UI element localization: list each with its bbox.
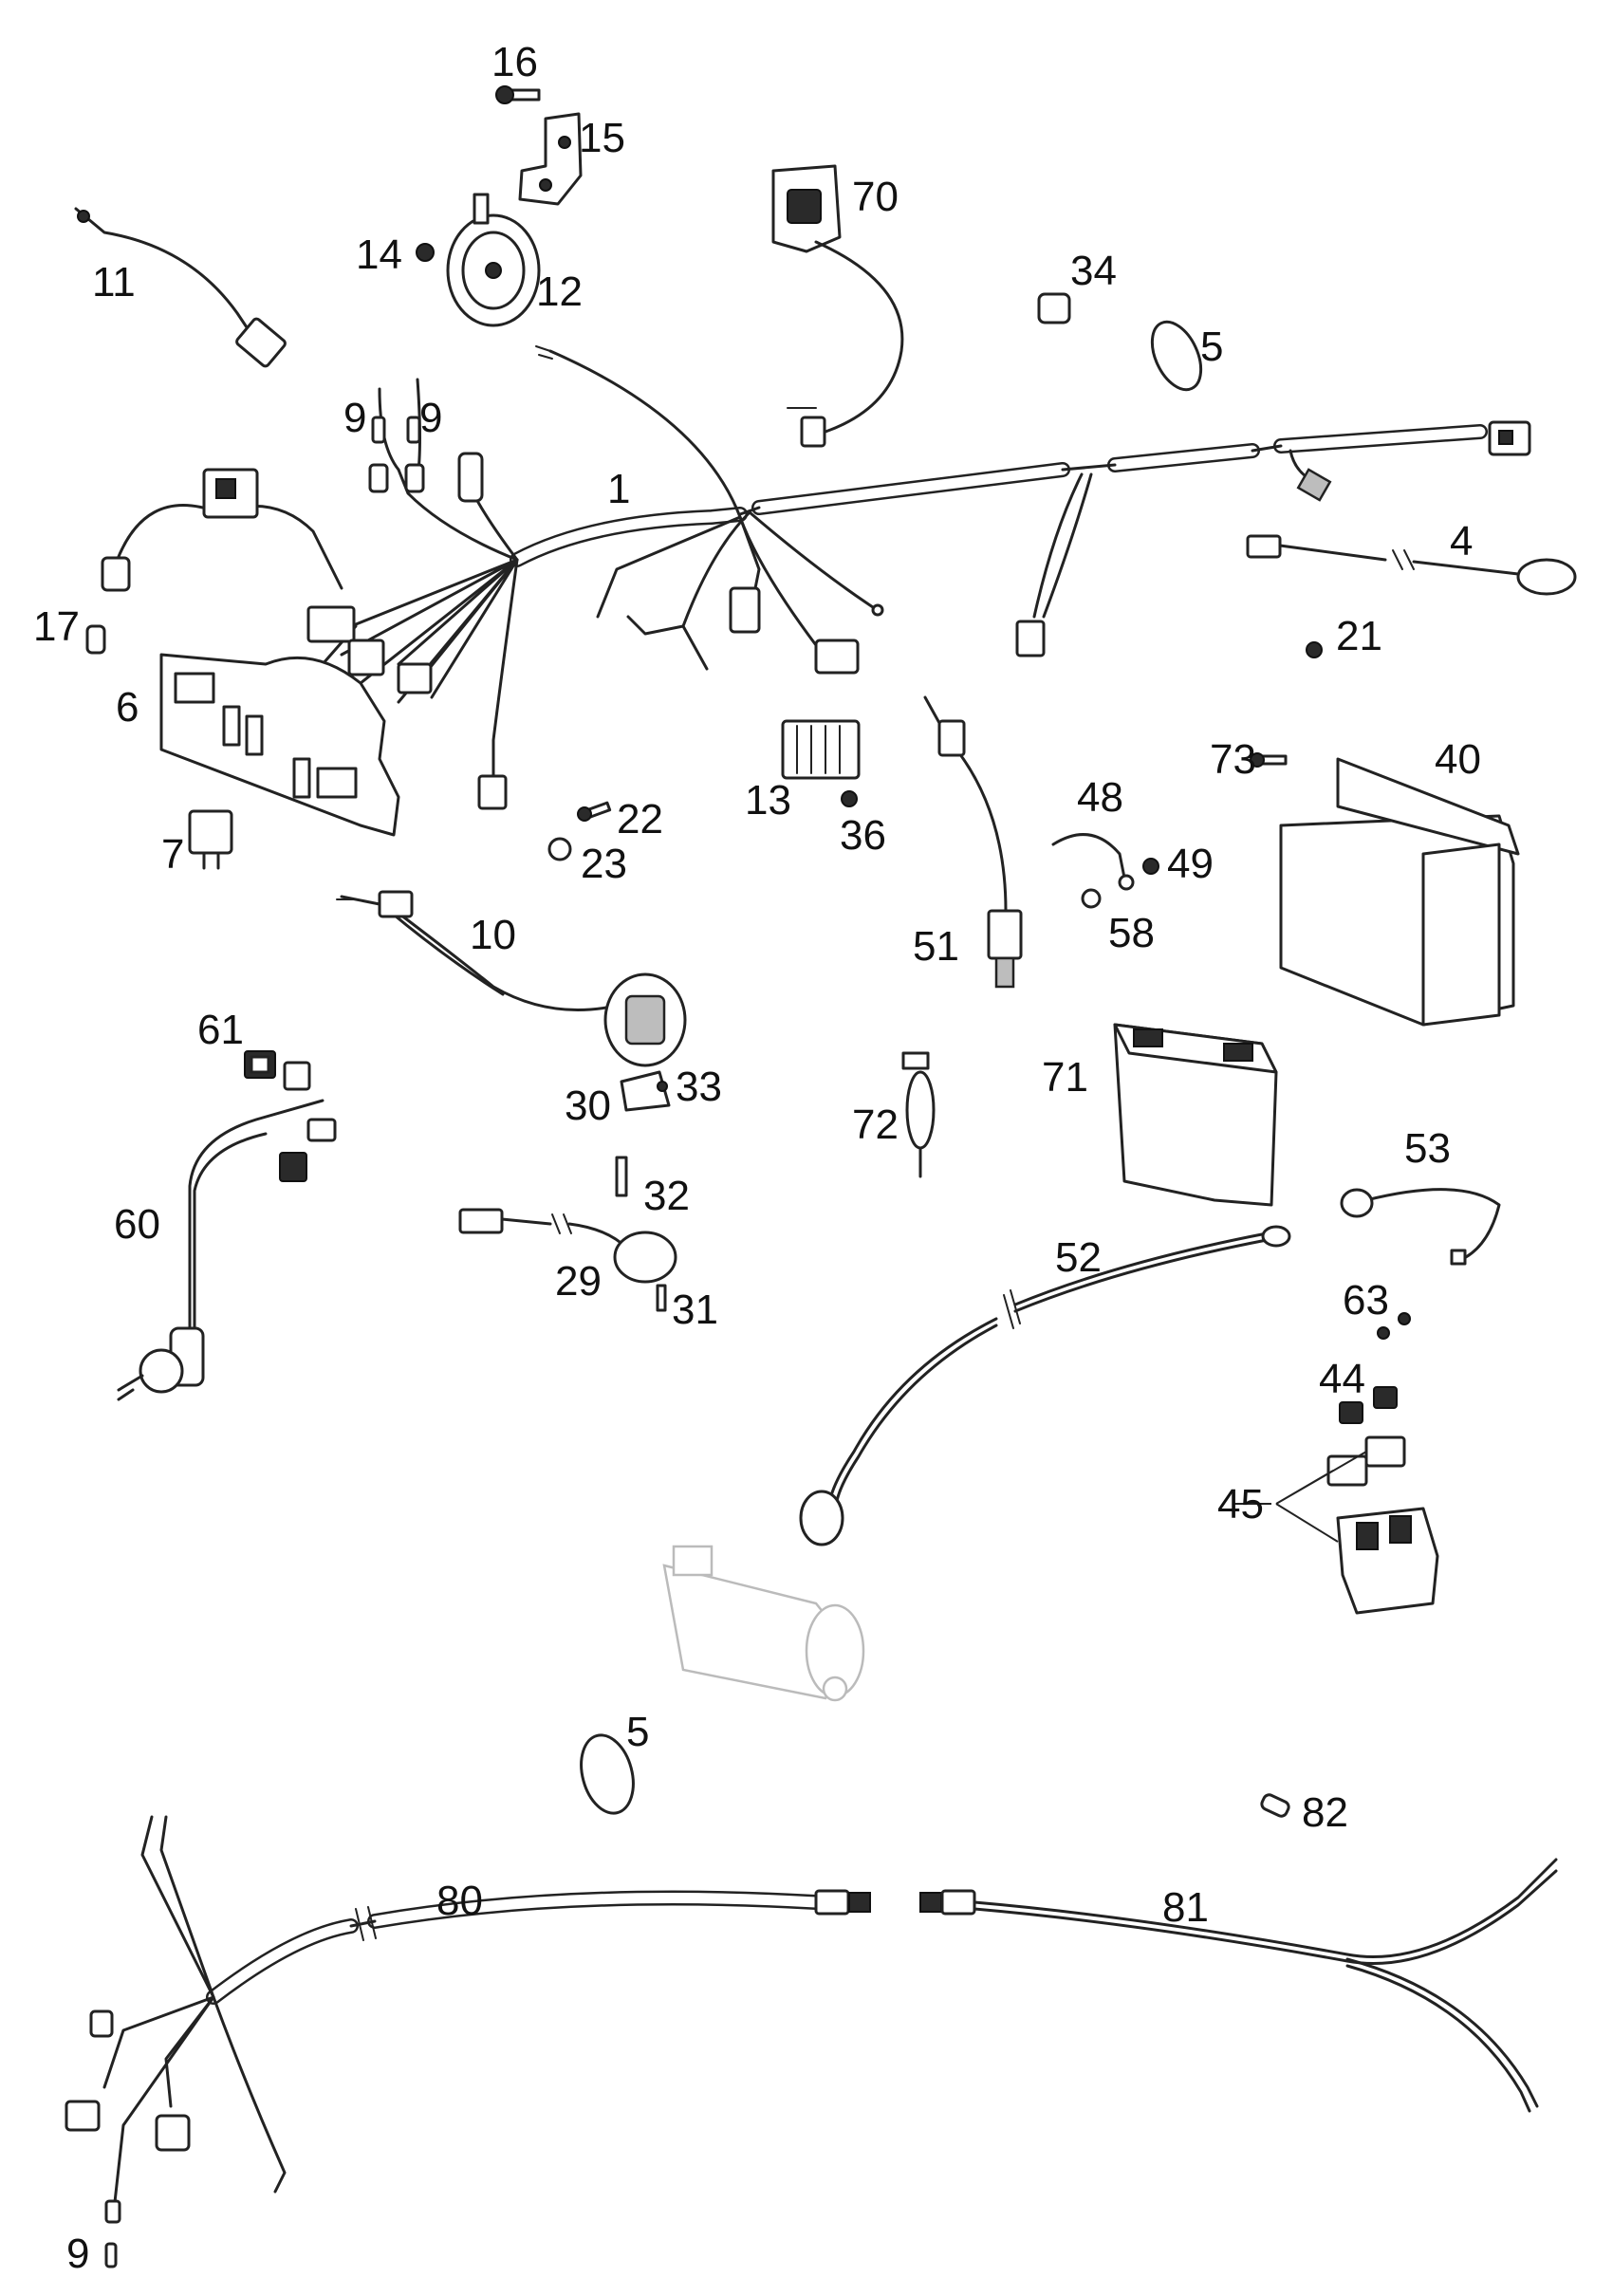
label-34: 34	[1070, 248, 1117, 294]
part-21-screw	[1306, 641, 1323, 658]
label-81: 81	[1162, 1884, 1209, 1931]
label-14: 14	[356, 231, 402, 278]
label-31: 31	[672, 1287, 718, 1333]
part-81-harness	[919, 1858, 1558, 2113]
part-11-sensor-lead	[74, 207, 287, 368]
label-70: 70	[852, 174, 899, 220]
label-36: 36	[840, 812, 886, 859]
label-48: 48	[1077, 774, 1123, 821]
label-22: 22	[617, 796, 663, 842]
label-52: 52	[1055, 1234, 1102, 1281]
label-15: 15	[579, 115, 625, 161]
part-13-voltage-regulator	[781, 719, 861, 780]
label-10: 10	[470, 912, 516, 958]
label-33: 33	[676, 1064, 722, 1110]
label-5-bottom: 5	[626, 1709, 649, 1755]
part-40-battery-box	[1279, 757, 1520, 1027]
label-60: 60	[114, 1201, 160, 1248]
part-72-fuse	[901, 1051, 936, 1178]
label-63: 63	[1343, 1277, 1389, 1324]
part-29-switch-lead	[458, 1208, 677, 1284]
part-80-harness	[65, 1815, 871, 2268]
label-17: 17	[33, 603, 80, 650]
part-31-screw	[656, 1284, 667, 1312]
label-6: 6	[116, 684, 139, 731]
label-4: 4	[1450, 518, 1473, 565]
part-52-battery-cable	[799, 1225, 1291, 1546]
part-4-sensor-lead	[1246, 534, 1577, 596]
part-33-nut	[657, 1081, 668, 1092]
label-53: 53	[1404, 1125, 1451, 1172]
label-5-top: 5	[1200, 324, 1223, 370]
part-5-cable-tie-top	[1150, 320, 1203, 392]
part-71-battery	[1113, 1023, 1278, 1207]
part-16-screw	[495, 85, 541, 104]
part-58-washer	[1081, 888, 1102, 909]
label-9-left: 9	[343, 395, 366, 441]
main-wiring-harness	[306, 345, 1531, 810]
part-60-ignition-lead	[117, 1061, 337, 1401]
part-36-screw	[841, 790, 858, 807]
part-10-switch-harness	[336, 890, 687, 1067]
part-48-ground-wire	[1051, 833, 1135, 891]
part-73-screw	[1250, 752, 1288, 768]
part-61-cap	[244, 1050, 276, 1079]
label-61: 61	[197, 1007, 244, 1053]
label-1: 1	[607, 466, 630, 512]
part-44-fuse-covers	[1339, 1386, 1398, 1424]
part-12-horn	[446, 193, 541, 327]
label-32: 32	[643, 1173, 690, 1219]
starter-motor-ghost	[662, 1545, 865, 1702]
part-32-screw	[615, 1156, 628, 1197]
part-17-bulb	[85, 624, 106, 655]
label-11: 11	[92, 259, 136, 306]
part-70-rectifier	[771, 164, 904, 448]
label-44: 44	[1319, 1356, 1365, 1402]
label-9-bottom: 9	[66, 2231, 89, 2277]
label-71: 71	[1042, 1054, 1088, 1101]
part-7-flasher-relay	[188, 809, 233, 870]
part-number-labels: 1 4 5 5 6 7 9 9 9 10 11 12 13 14 15 16 1…	[33, 39, 1481, 2277]
label-40: 40	[1435, 736, 1481, 783]
label-73: 73	[1210, 736, 1256, 783]
part-45-starter-relay	[1275, 1435, 1439, 1615]
part-30-clamp	[620, 1070, 671, 1112]
part-5-cable-tie-bottom	[580, 1733, 635, 1815]
label-58: 58	[1108, 910, 1155, 956]
label-7: 7	[161, 831, 184, 878]
label-21: 21	[1336, 613, 1382, 659]
part-49-screw	[1142, 858, 1159, 875]
part-53-ground-cable	[1340, 1188, 1501, 1266]
label-82: 82	[1302, 1789, 1348, 1836]
label-16: 16	[491, 39, 538, 85]
label-45: 45	[1217, 1481, 1264, 1528]
part-14-screw	[416, 243, 435, 262]
part-6-mounting-plate	[159, 653, 400, 837]
part-82-fuse-small	[1260, 1793, 1290, 1818]
part-34-grommet	[1037, 292, 1071, 324]
part-51-sensor	[923, 695, 1023, 989]
label-51: 51	[913, 923, 959, 970]
label-72: 72	[852, 1102, 899, 1148]
part-23-clip	[547, 837, 572, 861]
part-9-plug-pair	[368, 416, 425, 493]
part-22-screw	[577, 801, 612, 822]
label-23: 23	[581, 841, 627, 887]
label-13: 13	[745, 777, 791, 824]
label-30: 30	[565, 1083, 611, 1129]
part-relay-assembly	[101, 468, 343, 592]
label-9-right: 9	[419, 395, 442, 441]
label-80: 80	[436, 1878, 483, 1924]
label-12: 12	[536, 268, 583, 315]
label-49: 49	[1167, 841, 1214, 887]
part-15-bracket	[518, 112, 583, 206]
part-63-screws	[1377, 1312, 1411, 1340]
label-29: 29	[555, 1258, 602, 1305]
